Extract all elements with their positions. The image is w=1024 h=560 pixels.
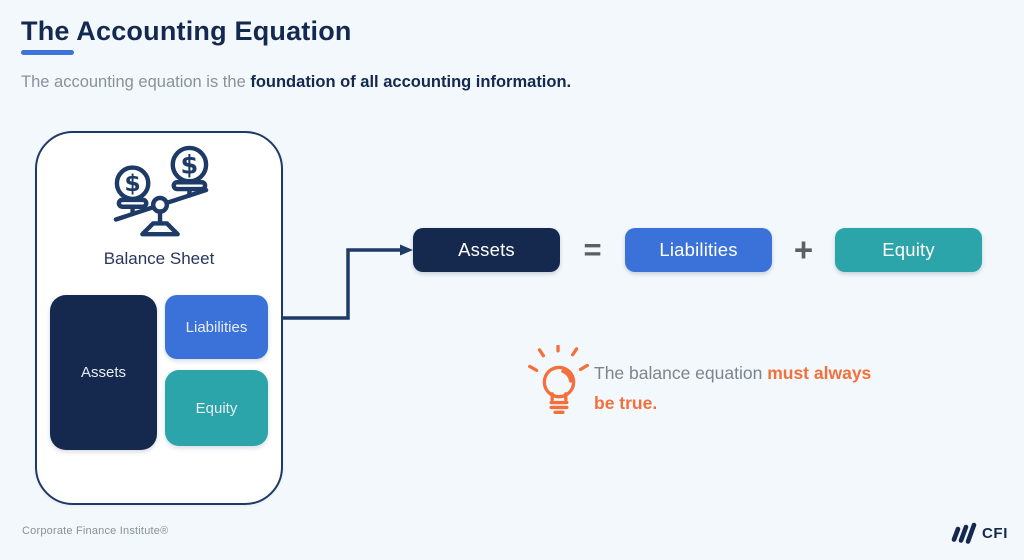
equation-liabilities-pill: Liabilities	[625, 228, 772, 272]
balance-sheet-card: $ $ Balance Sheet Assets Liabilities Equ…	[35, 131, 283, 505]
cfi-logo-bars-icon	[951, 522, 977, 544]
equation-assets-pill: Assets	[413, 228, 560, 272]
tip-line-2: be true.	[594, 388, 871, 418]
lightbulb-icon	[527, 344, 591, 425]
tip-line-1: The balance equation must always	[594, 358, 871, 388]
liabilities-box-label: Liabilities	[185, 318, 248, 336]
equity-box: Equity	[165, 370, 268, 446]
plus-operator: +	[793, 231, 814, 268]
cfi-logo: CFI	[948, 519, 1008, 547]
tip-text: The balance equation must always be true…	[594, 358, 871, 418]
cfi-logo-text: CFI	[982, 524, 1008, 542]
subtitle-emphasis: foundation of all accounting information…	[250, 73, 572, 91]
equation-equity-pill: Equity	[835, 228, 982, 272]
tip-text-highlight-2: be true.	[594, 393, 658, 413]
liabilities-box: Liabilities	[165, 295, 268, 359]
subtitle-plain: The accounting equation is the	[21, 73, 251, 91]
assets-box-label: Assets	[80, 364, 126, 381]
footer-credit: Corporate Finance Institute®	[22, 525, 169, 537]
equation: Assets = Liabilities + Equity	[413, 228, 982, 272]
balance-sheet-label: Balance Sheet	[103, 249, 215, 268]
page-title: The Accounting Equation	[21, 16, 352, 46]
svg-text:$: $	[124, 169, 140, 197]
tip-text-highlight: must always	[767, 363, 872, 383]
equals-operator: =	[583, 232, 602, 267]
assets-box: Assets	[50, 295, 157, 450]
tip-text-plain: The balance equation	[594, 363, 768, 383]
equity-box-label: Equity	[195, 399, 238, 417]
title-accent-bar	[21, 50, 74, 55]
svg-text:$: $	[181, 150, 199, 180]
connector-arrow	[283, 244, 413, 320]
subtitle: The accounting equation is the foundatio…	[21, 73, 571, 92]
balance-scale-icon: $ $	[101, 145, 221, 243]
